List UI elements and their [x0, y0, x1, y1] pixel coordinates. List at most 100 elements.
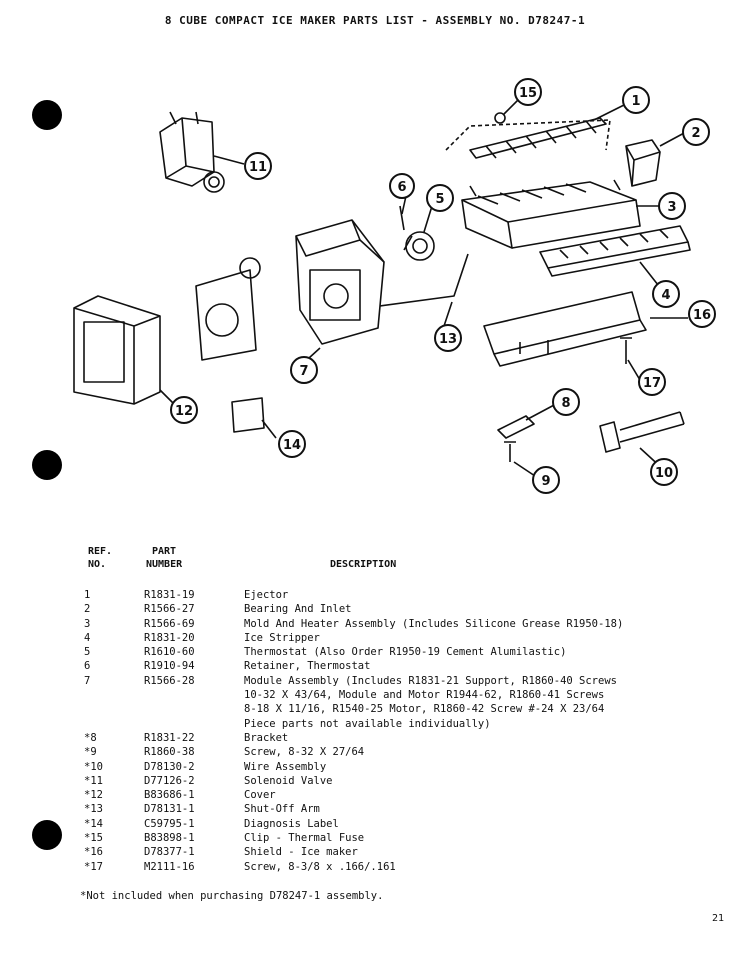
wire-assembly-drawing: [599, 411, 685, 453]
parts-row: Piece parts not available individually): [84, 717, 684, 731]
parts-row: 5 R1610-60 Thermostat (Also Order R1950-19…: [84, 645, 684, 659]
bearing-inlet-drawing: [625, 139, 661, 187]
part-number-cell: D78377-1: [144, 846, 195, 859]
parts-row: *14 C59795-1 Diagnosis Label: [84, 817, 684, 831]
description-cell: Shield - Ice maker: [244, 846, 358, 859]
callout-14: 14: [283, 438, 301, 453]
ref-cell: *15: [84, 832, 103, 845]
ref-cell: *10: [84, 760, 103, 773]
ref-cell: 5: [84, 646, 91, 659]
description-cell: Diagnosis Label: [244, 817, 339, 830]
parts-row: 8-18 X 11/16, R1540-25 Motor, R1860-42 S…: [84, 702, 684, 716]
parts-row: *15 B83898-1 Clip - Thermal Fuse: [84, 831, 684, 845]
description-cell: Shut-Off Arm: [244, 803, 320, 816]
punch-hole-top: [32, 100, 62, 130]
description-cell: Module Assembly (Includes R1831-21 Suppo…: [244, 674, 617, 687]
description-cell: Screw, 8-32 X 27/64: [244, 746, 365, 759]
module-assembly-drawing: [195, 219, 385, 361]
part-number-cell: R1566-69: [144, 617, 195, 630]
description-cell: 8-18 X 11/16, R1540-25 Motor, R1860-42 S…: [244, 703, 605, 716]
part-number-cell: R1860-38: [144, 746, 195, 759]
description-cell: Clip - Thermal Fuse: [244, 832, 365, 845]
part-number-cell: R1910-94: [144, 660, 195, 673]
description-cell: Solenoid Valve: [244, 774, 333, 787]
description-cell: Cover: [244, 789, 276, 802]
part-number-cell: R1831-20: [144, 631, 195, 644]
description-cell: Thermostat (Also Order R1950-19 Cement A…: [244, 646, 567, 659]
part-header-line1: PART: [152, 546, 177, 557]
parts-row: *13 D78131-1 Shut-Off Arm: [84, 802, 684, 816]
callout-17: 17: [643, 376, 661, 391]
callout-2: 2: [691, 126, 700, 141]
solenoid-valve-drawing: [159, 111, 225, 193]
callout-10: 10: [655, 466, 673, 481]
ref-cell: *14: [84, 817, 103, 830]
callout-4: 4: [661, 288, 670, 303]
description-header: DESCRIPTION: [330, 559, 397, 570]
part-number-cell: R1831-22: [144, 731, 195, 744]
ref-cell: *11: [84, 774, 103, 787]
description-cell: Piece parts not available individually): [244, 717, 491, 730]
callout-16: 16: [693, 308, 711, 323]
callout-7: 7: [299, 364, 308, 379]
ref-cell: *8: [84, 731, 97, 744]
page-title: 8 CUBE COMPACT ICE MAKER PARTS LIST - AS…: [164, 14, 586, 27]
ref-header-line1: REF.: [88, 546, 113, 557]
parts-row: *12 B83686-1 Cover: [84, 788, 684, 802]
ref-cell: *16: [84, 846, 103, 859]
ref-cell: 7: [84, 674, 91, 687]
screw-9-drawing: [504, 441, 516, 462]
callout-15: 15: [519, 86, 537, 101]
callout-5: 5: [435, 192, 444, 207]
description-cell: Bracket: [244, 731, 289, 744]
callout-12: 12: [175, 404, 193, 419]
description-cell: 10-32 X 43/64, Module and Motor R1944-62…: [244, 689, 605, 702]
description-cell: Bearing And Inlet: [244, 603, 352, 616]
ref-cell: 2: [84, 603, 91, 616]
diagnosis-label-drawing: [231, 397, 265, 433]
part-number-cell: D78131-1: [144, 803, 195, 816]
ref-header-line2: NO.: [88, 559, 107, 570]
callout-9: 9: [541, 474, 550, 489]
footnote: *Not included when purchasing D78247-1 a…: [80, 890, 384, 902]
parts-row: *11 D77126-2 Solenoid Valve: [84, 774, 684, 788]
part-number-cell: D77126-2: [144, 774, 195, 787]
shut-off-arm-drawing: [379, 253, 469, 307]
ref-cell: 4: [84, 631, 91, 644]
part-number-cell: D78130-2: [144, 760, 195, 773]
part-header-line2: NUMBER: [146, 559, 183, 570]
callout-6: 6: [397, 180, 406, 195]
part-number-cell: B83686-1: [144, 789, 195, 802]
page-number: 21: [711, 913, 724, 924]
ref-cell: 3: [84, 617, 91, 630]
callout-13: 13: [439, 332, 457, 347]
description-cell: Retainer, Thermostat: [244, 660, 371, 673]
description-cell: Screw, 8-3/8 x .166/.161: [244, 860, 396, 873]
ref-cell: *17: [84, 860, 103, 873]
callout-8: 8: [561, 396, 570, 411]
exploded-parts-diagram: 1 2 3 4 5 6 7 8 9 10 11 12 13 14 15 16 1…: [73, 78, 716, 494]
part-number-cell: R1610-60: [144, 646, 195, 659]
mold-heater-drawing: [461, 179, 641, 249]
description-cell: Ice Stripper: [244, 631, 320, 644]
part-number-cell: B83898-1: [144, 832, 195, 845]
ref-cell: *12: [84, 789, 103, 802]
bracket-drawing: [497, 415, 535, 439]
parts-row: *16 D78377-1 Shield - Ice maker: [84, 845, 684, 859]
punch-hole-middle: [32, 450, 62, 480]
part-number-cell: C59795-1: [144, 817, 195, 830]
ref-cell: *13: [84, 803, 103, 816]
screw-17-drawing: [620, 337, 632, 364]
cover-drawing: [73, 295, 161, 405]
ejector-drawing: [469, 112, 607, 159]
ref-cell: 1: [84, 589, 91, 601]
